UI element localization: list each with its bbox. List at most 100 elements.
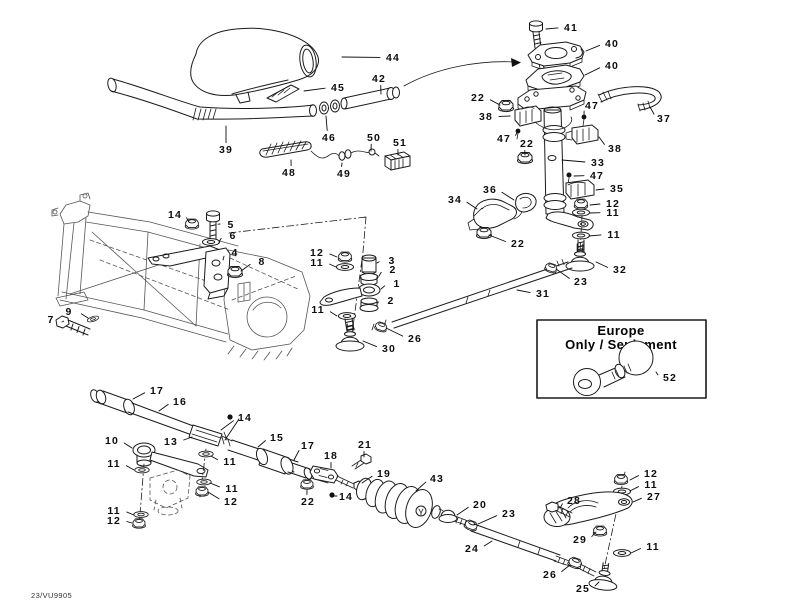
callout-label-11: 11 — [223, 456, 236, 468]
callout-label-48: 48 — [282, 167, 296, 179]
callout-label-30: 30 — [382, 343, 396, 355]
callout-label-47: 47 — [590, 170, 604, 182]
callout-label-50: 50 — [367, 132, 381, 144]
leader-line — [385, 327, 404, 337]
support-bracket-group — [55, 210, 367, 336]
callout-label-5: 5 — [228, 219, 235, 231]
leader-line — [222, 255, 225, 261]
callout-label-18: 18 — [324, 450, 338, 462]
leader-line — [329, 263, 337, 268]
leader-line — [655, 371, 659, 376]
leader-line — [218, 237, 222, 243]
leader-line — [329, 253, 338, 258]
callout-label-51: 51 — [393, 137, 407, 149]
callout-label-16: 16 — [173, 396, 187, 408]
callout-label-37: 37 — [657, 113, 671, 125]
europe-box-border — [536, 319, 707, 399]
leader-line — [361, 475, 373, 484]
leader-line — [61, 320, 65, 323]
leader-line — [80, 313, 89, 319]
leader-line — [376, 261, 380, 264]
callout-label-40: 40 — [605, 38, 619, 50]
callout-label-41: 41 — [564, 22, 578, 34]
callout-label-45: 45 — [331, 82, 345, 94]
callout-label-49: 49 — [337, 168, 351, 180]
callout-label-25: 25 — [576, 583, 590, 595]
leader-line — [207, 491, 220, 500]
leader-line — [483, 540, 493, 547]
leader-line — [584, 67, 601, 76]
leader-line — [545, 27, 559, 30]
leader-line — [415, 481, 427, 492]
callout-label-11: 11 — [107, 505, 120, 517]
callout-label-40: 40 — [605, 60, 619, 72]
callout-label-7: 7 — [48, 314, 55, 326]
pointer-arrow — [403, 61, 517, 87]
leader-line — [630, 548, 641, 554]
leader-line — [585, 44, 600, 52]
handlebar-group — [107, 27, 521, 171]
callout-label-20: 20 — [473, 499, 487, 511]
leader-line — [158, 403, 169, 412]
callout-label-9: 9 — [66, 306, 73, 318]
callout-label-38: 38 — [479, 111, 493, 123]
leader-line — [501, 191, 515, 201]
callout-label-24: 24 — [465, 543, 479, 555]
leader-line — [595, 261, 609, 268]
leader-line — [186, 217, 190, 223]
leader-line — [126, 521, 133, 524]
callout-label-23: 23 — [574, 276, 588, 288]
leader-line — [477, 515, 498, 525]
callout-label-14: 14 — [168, 209, 182, 221]
callout-label-12: 12 — [107, 515, 121, 527]
callout-label-38: 38 — [608, 143, 622, 155]
callout-label-32: 32 — [613, 264, 627, 276]
callout-label-31: 31 — [536, 288, 550, 300]
callout-label-39: 39 — [219, 144, 233, 156]
callout-label-11: 11 — [311, 304, 324, 316]
leader-line — [588, 234, 602, 237]
europe-box-group: Europe Only / Seulement — [536, 319, 707, 399]
figure-code: 23/VU9905 — [31, 591, 72, 600]
leader-line — [210, 455, 218, 461]
leader-line — [362, 340, 377, 348]
callout-label-11: 11 — [606, 207, 619, 219]
callout-label-6: 6 — [230, 230, 237, 242]
leader-line — [561, 159, 586, 163]
leader-line — [224, 418, 240, 441]
callout-label-35: 35 — [610, 183, 624, 195]
leader-line — [595, 188, 605, 191]
steering-arm-group — [543, 471, 633, 593]
leader-line — [123, 442, 133, 449]
callout-label-21: 21 — [358, 439, 372, 451]
callout-label-33: 33 — [591, 157, 605, 169]
callout-label-11: 11 — [310, 257, 323, 269]
leader-line — [378, 271, 382, 277]
callout-label-3: 3 — [389, 255, 396, 267]
leader-line — [126, 511, 135, 516]
callout-label-22: 22 — [511, 238, 525, 250]
callout-label-47: 47 — [497, 133, 511, 145]
leader-line — [591, 531, 597, 537]
callout-label-4: 4 — [232, 247, 239, 259]
leader-line — [488, 234, 506, 242]
callout-label-43: 43 — [430, 473, 444, 485]
callout-label-36: 36 — [483, 184, 497, 196]
leader-line — [209, 482, 220, 488]
leader-line — [555, 268, 570, 279]
leader-line — [516, 289, 531, 294]
leader-line — [456, 506, 469, 516]
horn-part — [573, 340, 654, 396]
leader-line — [303, 87, 326, 92]
callout-label-15: 15 — [270, 432, 284, 444]
leader-line — [515, 131, 518, 136]
leader-line — [380, 285, 386, 290]
pitman-arm-group — [319, 251, 389, 352]
leader-line — [559, 503, 563, 509]
callout-label-10: 10 — [105, 435, 119, 447]
callout-label-22: 22 — [301, 496, 315, 508]
callout-label-2: 2 — [390, 264, 397, 276]
callout-label-11: 11 — [107, 458, 120, 470]
callout-label-22: 22 — [520, 138, 534, 150]
